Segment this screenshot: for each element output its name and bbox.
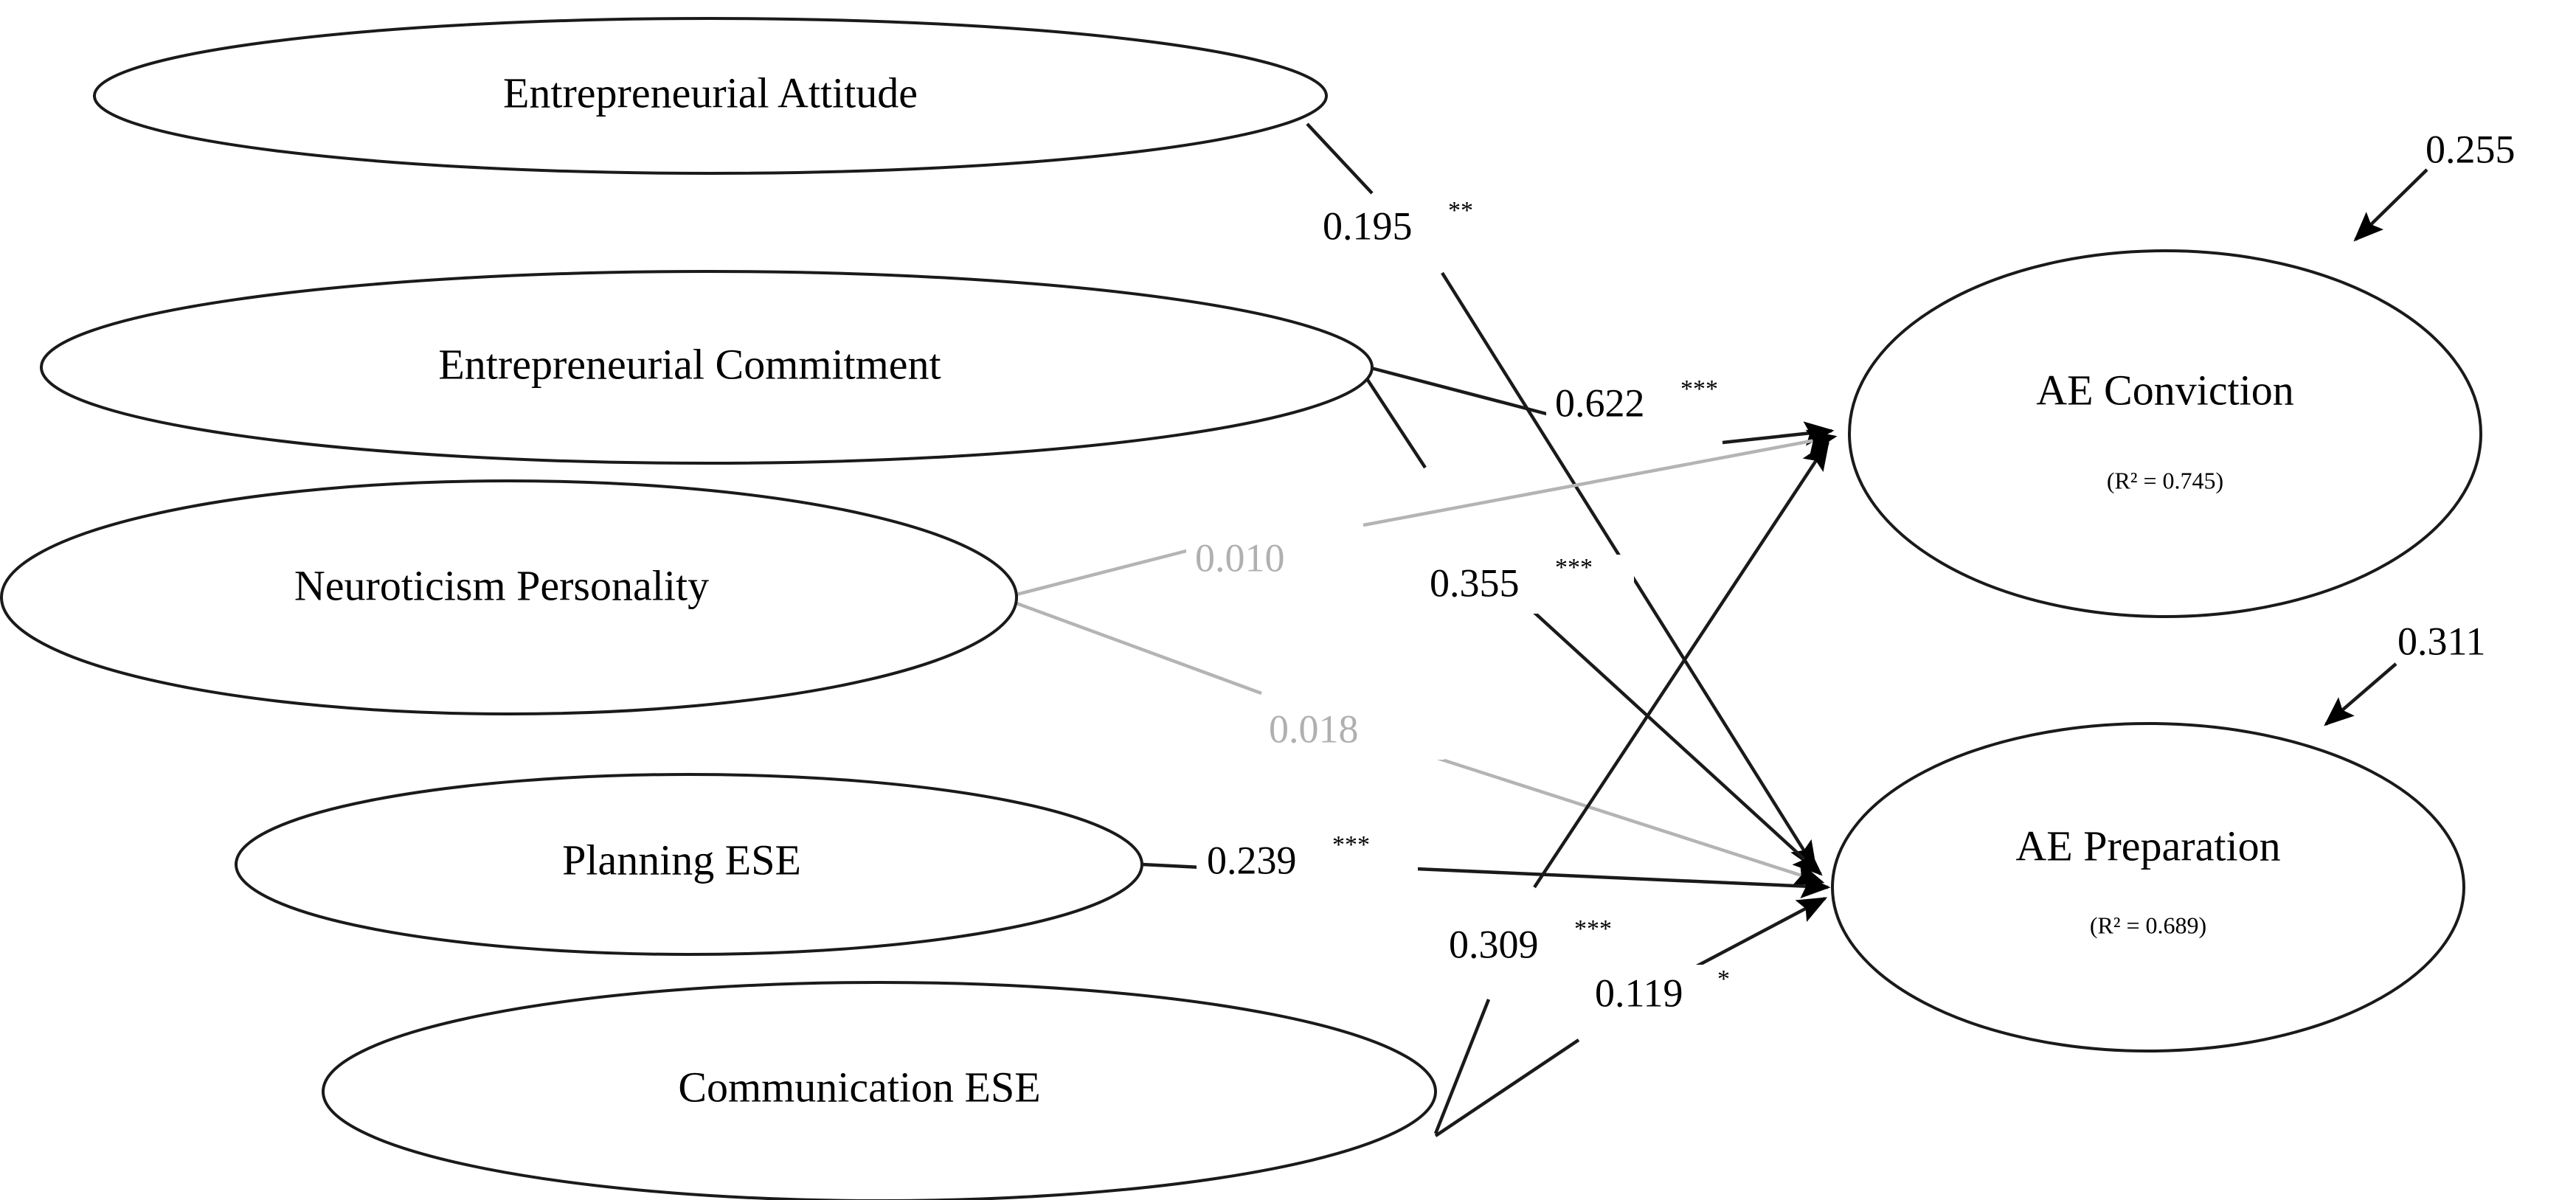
path-segment-commitment-prep-a (1362, 372, 1427, 469)
path-segment-commitment-prep-b (1503, 584, 1823, 876)
coef-bg-0119 (1586, 965, 1776, 1024)
coef-value-0018: 0.018 (1269, 707, 1359, 751)
coefficient-planning-to-preparation: 0.239 *** (1197, 831, 1418, 892)
disturbance-label-preparation: 0.311 (2397, 619, 2486, 663)
path-planning-to-preparation (1141, 862, 1831, 898)
coefficient-commitment-to-conviction: 0.622 *** (1546, 375, 1760, 435)
disturbance-label-conviction: 0.255 (2426, 127, 2516, 171)
ellipse-planning-ese[interactable] (235, 773, 1143, 956)
coefficient-commitment-to-preparation: 0.355 *** (1420, 554, 1634, 614)
r2-ae-conviction: (R² = 0.745) (2107, 467, 2223, 493)
label-ae-preparation: AE Preparation (2015, 822, 2280, 870)
coef-value-0355: 0.355 (1430, 561, 1520, 605)
path-segment-planning-a (1141, 862, 1202, 870)
path-commitment-to-preparation (1362, 372, 1823, 876)
ellipse-ae-conviction[interactable] (1848, 249, 2482, 618)
node-communication-ese[interactable]: Communication ESE (322, 981, 1437, 1200)
label-entrepreneurial-commitment: Entrepreneurial Commitment (438, 340, 941, 388)
coef-bg-0195 (1313, 198, 1506, 257)
path-segment-neuro-conv-b (1363, 429, 1838, 527)
coef-bg-0355 (1420, 555, 1634, 614)
coef-stars-0195: ** (1448, 197, 1473, 224)
coefficient-neuroticism-to-conviction: 0.010 (1186, 530, 1371, 589)
disturbance-line-conviction (2353, 168, 2428, 242)
coef-bg-0239 (1197, 833, 1418, 892)
label-entrepreneurial-attitude: Entrepreneurial Attitude (503, 69, 918, 117)
node-planning-ese[interactable]: Planning ESE (235, 773, 1143, 956)
label-communication-ese: Communication ESE (678, 1063, 1040, 1111)
path-segment-planning-b (1416, 867, 1831, 898)
label-planning-ese: Planning ESE (562, 836, 801, 884)
coefficient-neuroticism-to-preparation: 0.018 (1260, 701, 1444, 760)
ellipse-entrepreneurial-commitment[interactable] (40, 270, 1374, 465)
disturbance-value-preparation: 0.311 (2397, 619, 2486, 663)
path-neuroticism-to-conviction (1016, 429, 1838, 597)
path-segment-comm-conv-a (1433, 999, 1491, 1134)
node-neuroticism-personality[interactable]: Neuroticism Personality (0, 479, 1018, 715)
path-segment-neuro-prep-b (1423, 752, 1825, 886)
label-neuroticism-personality: Neuroticism Personality (294, 561, 709, 609)
coef-stars-0309: *** (1574, 915, 1612, 943)
path-segment-attitude-a (1306, 122, 1374, 195)
coef-stars-0622: *** (1680, 375, 1718, 403)
path-segment-comm-conv-b (1533, 440, 1829, 889)
coef-value-0010: 0.010 (1195, 535, 1285, 580)
coef-bg-0018 (1260, 701, 1444, 760)
coef-value-0239: 0.239 (1207, 838, 1297, 882)
node-ae-preparation[interactable]: AE Preparation (R² = 0.689) (1831, 722, 2465, 1052)
coef-bg-0622 (1546, 376, 1760, 435)
coefficient-attitude-to-preparation: 0.195 ** (1313, 197, 1506, 257)
path-segment-neuro-prep-a (1016, 601, 1262, 696)
coef-value-0195: 0.195 (1323, 204, 1413, 248)
coef-stars-0119: * (1717, 965, 1730, 993)
disturbance-arrow-preparation (2324, 662, 2397, 726)
coef-bg-0010 (1186, 530, 1371, 589)
ellipse-entrepreneurial-attitude[interactable] (93, 17, 1328, 175)
coef-value-0309: 0.309 (1449, 922, 1539, 966)
node-entrepreneurial-attitude[interactable]: Entrepreneurial Attitude (93, 17, 1328, 175)
coefficient-communication-to-preparation: 0.119 * (1586, 965, 1776, 1024)
path-segment-comm-prep-a (1434, 1038, 1580, 1137)
label-ae-conviction: AE Conviction (2036, 366, 2294, 414)
ellipse-communication-ese[interactable] (322, 981, 1437, 1200)
disturbance-line-preparation (2324, 662, 2397, 726)
ellipse-neuroticism-personality[interactable] (0, 479, 1018, 715)
disturbance-arrow-conviction (2353, 168, 2428, 242)
node-ae-conviction[interactable]: AE Conviction (R² = 0.745) (1848, 249, 2482, 618)
path-neuroticism-to-preparation (1016, 601, 1825, 886)
coef-value-0622: 0.622 (1555, 381, 1645, 425)
node-entrepreneurial-commitment[interactable]: Entrepreneurial Commitment (40, 270, 1374, 465)
r2-ae-preparation: (R² = 0.689) (2090, 912, 2206, 938)
coef-stars-0355: *** (1555, 554, 1593, 581)
path-segment-neuro-conv-a (1016, 548, 1190, 597)
coef-value-0119: 0.119 (1595, 971, 1683, 1015)
disturbance-value-conviction: 0.255 (2426, 127, 2516, 171)
ellipse-ae-preparation[interactable] (1831, 722, 2465, 1052)
coef-stars-0239: *** (1332, 831, 1370, 859)
path-communication-to-conviction (1433, 440, 1829, 1134)
path-segment-commitment-conv-a (1368, 365, 1550, 417)
